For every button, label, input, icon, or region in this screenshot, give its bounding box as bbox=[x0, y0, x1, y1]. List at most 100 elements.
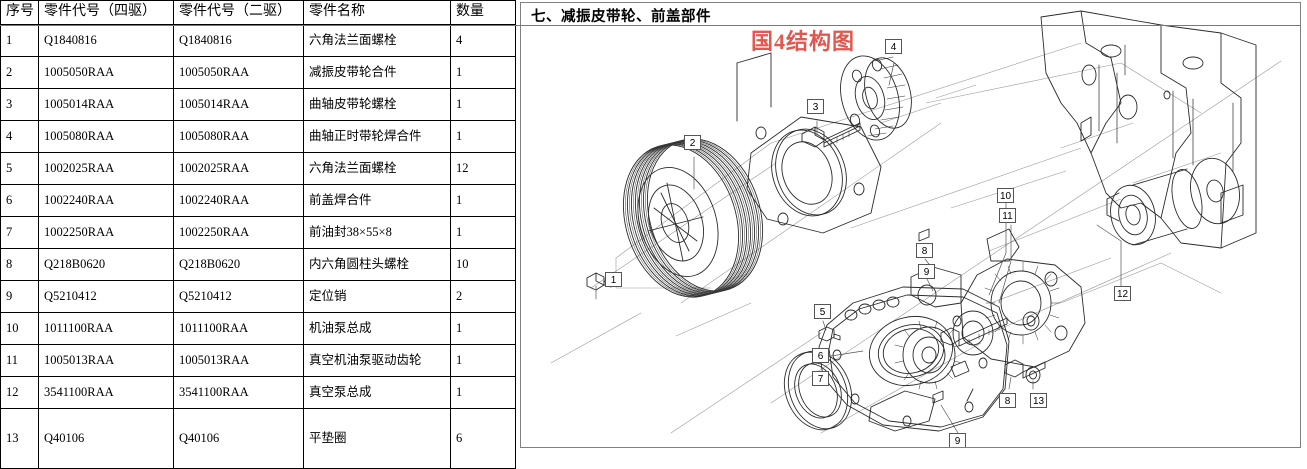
cell-p2wd: 1005080RAA bbox=[173, 120, 304, 153]
cell-p4wd: Q218B0620 bbox=[38, 248, 174, 281]
cell-name: 曲轴正时带轮焊合件 bbox=[303, 120, 451, 153]
cell-p4wd: 1002240RAA bbox=[38, 184, 174, 217]
cell-name: 前盖焊合件 bbox=[303, 184, 451, 217]
diagram-panel: 七、减振皮带轮、前盖部件 国4结构图 bbox=[520, 2, 1301, 448]
column-header-part-name: 零件名称 bbox=[303, 0, 451, 25]
figure-title: 国4结构图 bbox=[751, 29, 856, 54]
callout-2: 2 bbox=[684, 135, 701, 150]
part-13-flat-washer-2 bbox=[1025, 366, 1041, 384]
cell-p4wd: Q5210412 bbox=[38, 280, 174, 313]
callout-8: 8 bbox=[999, 393, 1016, 408]
cell-p4wd: 1011100RAA bbox=[38, 312, 174, 345]
cell-idx: 8 bbox=[0, 248, 39, 281]
part-9-dowel-pin-2 bbox=[918, 228, 930, 242]
cell-name: 机油泵总成 bbox=[303, 312, 451, 345]
cell-qty: 1 bbox=[450, 56, 516, 89]
cell-p2wd: Q218B0620 bbox=[173, 248, 304, 281]
cell-name: 定位销 bbox=[303, 280, 451, 313]
column-header-part-2wd: 零件代号（二驱） bbox=[173, 0, 304, 25]
cell-name: 真空泵总成 bbox=[303, 376, 451, 409]
cell-name: 前油封38×55×8 bbox=[303, 216, 451, 249]
section-heading: 七、减振皮带轮、前盖部件 bbox=[531, 9, 711, 25]
cell-idx: 9 bbox=[0, 280, 39, 313]
cell-name: 曲轴皮带轮螺栓 bbox=[303, 88, 451, 121]
cell-p2wd: 3541100RAA bbox=[173, 376, 304, 409]
column-header-part-4wd: 零件代号（四驱） bbox=[38, 0, 174, 25]
callout-4: 4 bbox=[885, 39, 902, 54]
callout-5: 5 bbox=[814, 304, 831, 319]
cell-qty: 4 bbox=[450, 24, 516, 57]
cell-qty: 6 bbox=[450, 408, 516, 469]
cell-idx: 1 bbox=[0, 24, 39, 57]
table-header-row: 序号 零件代号（四驱） 零件代号（二驱） 零件名称 数量 bbox=[0, 0, 516, 25]
cell-p2wd: 1002025RAA bbox=[173, 152, 304, 185]
cell-idx: 3 bbox=[0, 88, 39, 121]
callout-7: 7 bbox=[812, 371, 829, 386]
cell-p4wd: Q40106 bbox=[38, 408, 174, 469]
cell-name: 六角法兰面螺栓 bbox=[303, 152, 451, 185]
part-7-oil-seal bbox=[783, 350, 853, 431]
callout-8: 8 bbox=[916, 243, 933, 258]
callout-12: 12 bbox=[1114, 286, 1131, 301]
callout-3: 3 bbox=[807, 99, 824, 114]
part-5-bolt bbox=[818, 326, 841, 342]
cell-idx: 6 bbox=[0, 184, 39, 217]
cell-qty: 1 bbox=[450, 344, 516, 377]
timing-cover-plate bbox=[736, 52, 882, 234]
cell-idx: 7 bbox=[0, 216, 39, 249]
cell-name: 六角法兰面螺栓 bbox=[303, 24, 451, 57]
cell-p4wd: 1002025RAA bbox=[38, 152, 174, 185]
cell-qty: 1 bbox=[450, 216, 516, 249]
callout-9: 9 bbox=[918, 264, 935, 279]
cell-p2wd: 1011100RAA bbox=[173, 312, 304, 345]
cell-p2wd: 1002250RAA bbox=[173, 216, 304, 249]
cell-p4wd: 1002250RAA bbox=[38, 216, 174, 249]
column-header-index: 序号 bbox=[0, 0, 39, 25]
cell-p2wd: Q40106 bbox=[173, 408, 304, 469]
cell-qty: 10 bbox=[450, 248, 516, 281]
cell-p2wd: 1005014RAA bbox=[173, 88, 304, 121]
part-12-vacuum-pump bbox=[1106, 157, 1240, 246]
cell-p2wd: 1005013RAA bbox=[173, 344, 304, 377]
cell-idx: 2 bbox=[0, 56, 39, 89]
cell-qty: 1 bbox=[450, 376, 516, 409]
cell-p4wd: 3541100RAA bbox=[38, 376, 174, 409]
part-8-cap-screw bbox=[940, 317, 1008, 347]
part-6-front-cover bbox=[818, 286, 1010, 432]
cell-idx: 5 bbox=[0, 152, 39, 185]
cell-p2wd: Q1840816 bbox=[173, 24, 304, 57]
cell-p2wd: Q5210412 bbox=[173, 280, 304, 313]
cell-qty: 12 bbox=[450, 152, 516, 185]
cell-qty: 1 bbox=[450, 88, 516, 121]
cell-idx: 11 bbox=[0, 344, 39, 377]
cell-qty: 1 bbox=[450, 312, 516, 345]
column-header-quantity: 数量 bbox=[450, 0, 516, 25]
cell-idx: 12 bbox=[0, 376, 39, 409]
table-header: 序号 零件代号（四驱） 零件代号（二驱） 零件名称 数量 bbox=[0, 0, 516, 25]
cell-p4wd: 1005013RAA bbox=[38, 344, 174, 377]
cell-qty: 2 bbox=[450, 280, 516, 313]
cell-p2wd: 1002240RAA bbox=[173, 184, 304, 217]
cell-qty: 1 bbox=[450, 120, 516, 153]
cell-name: 真空机油泵驱动齿轮 bbox=[303, 344, 451, 377]
cell-name: 平垫圈 bbox=[303, 408, 451, 469]
part-2-damper-pulley bbox=[622, 138, 764, 298]
callout-10: 10 bbox=[997, 188, 1014, 203]
cell-qty: 1 bbox=[450, 184, 516, 217]
cell-idx: 10 bbox=[0, 312, 39, 345]
callout-1: 1 bbox=[605, 272, 622, 287]
callout-11: 11 bbox=[999, 208, 1016, 223]
